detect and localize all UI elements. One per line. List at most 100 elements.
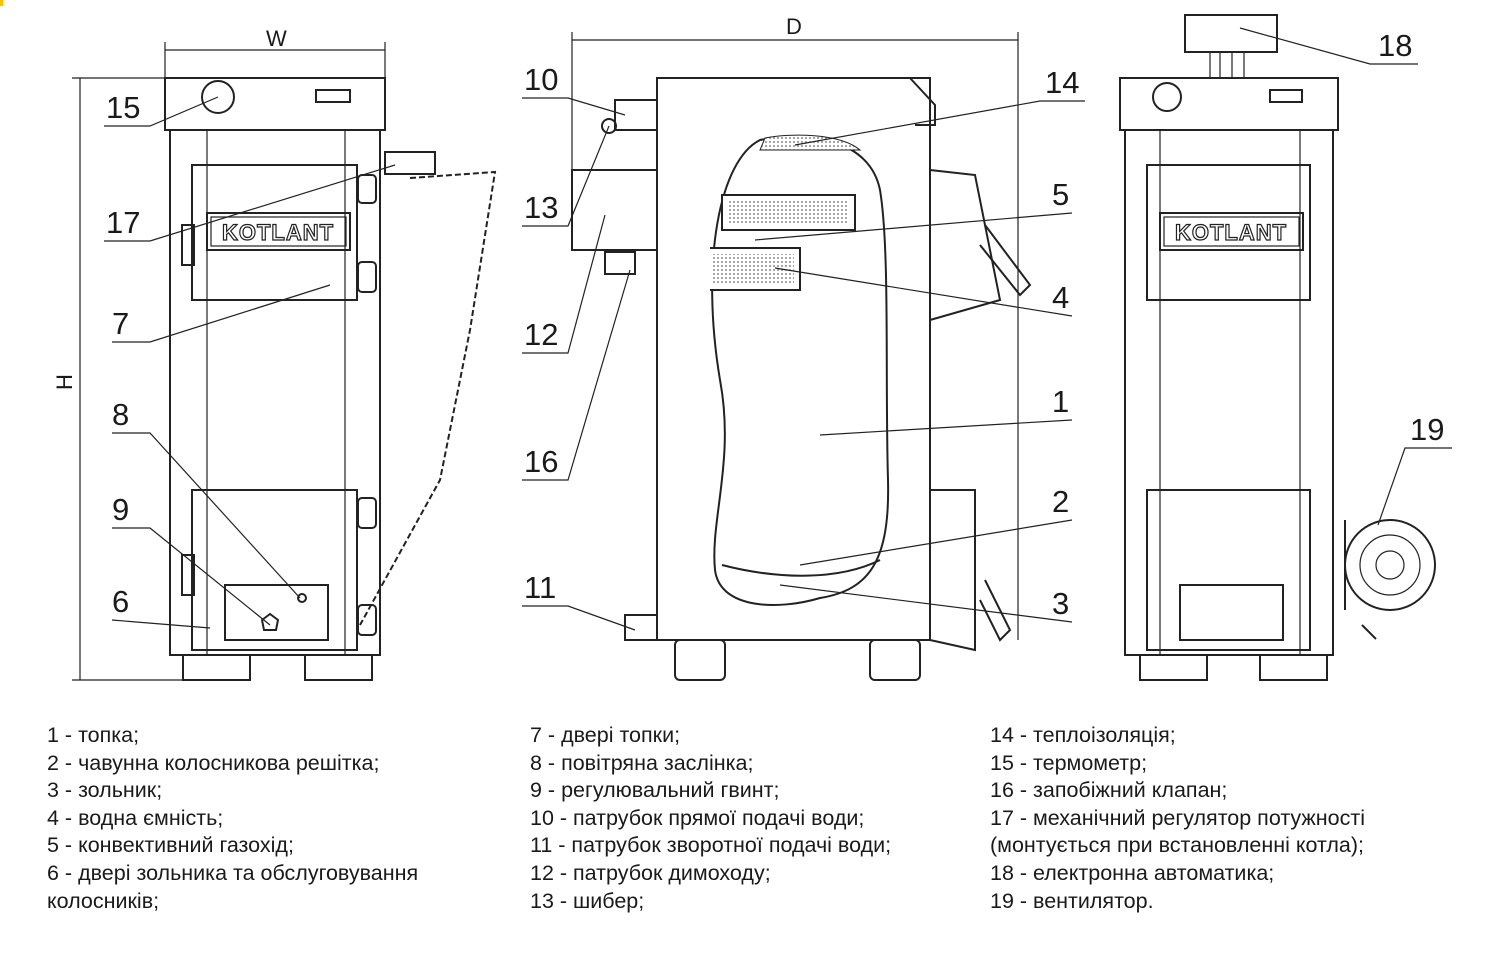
grate <box>721 559 881 577</box>
regulator-chain <box>359 170 497 626</box>
svg-text:4: 4 <box>1052 280 1069 315</box>
legend-item: 17 - механічний регулятор потужності <box>990 805 1365 830</box>
thermometer <box>201 80 235 114</box>
boiler-body-side <box>656 77 931 641</box>
svg-text:9: 9 <box>112 492 129 527</box>
legend-item: 16 - запобіжний клапан; <box>990 778 1228 803</box>
svg-text:16: 16 <box>524 444 558 479</box>
callout-6: 6 <box>111 584 211 629</box>
boiler-body-rear <box>1124 129 1334 656</box>
callout-5: 5 <box>754 177 1073 241</box>
foot <box>304 654 373 681</box>
legend-item: 3 - зольник; <box>47 778 163 803</box>
front-view: W H KOTLANT <box>52 26 497 681</box>
callout-15: 15 <box>104 90 219 127</box>
legend-item: 19 - вентилятор. <box>990 888 1154 913</box>
brand-plate <box>206 212 351 251</box>
electronic-controller <box>1184 14 1278 53</box>
door-side <box>929 169 1002 321</box>
safety-valve <box>604 251 636 275</box>
svg-text:12: 12 <box>524 317 558 352</box>
foot <box>674 639 726 681</box>
legend-item: 7 - двері топки; <box>530 723 681 747</box>
callout-4: 4 <box>774 267 1073 317</box>
adjusting-screw <box>260 612 280 631</box>
return-pipe <box>624 614 658 641</box>
legend-item: 2 - чавунна колосникова решітка; <box>47 750 380 775</box>
legend-item: 13 - шибер; <box>530 888 645 913</box>
callout-13: 13 <box>522 125 610 227</box>
legend-column-2: 7 - двері топки; 8 - повітряна заслінка;… <box>530 722 891 915</box>
legend-item: 18 - електронна автоматика; <box>990 860 1275 885</box>
callout-18: 18 <box>1239 27 1418 65</box>
svg-text:18: 18 <box>1378 28 1412 63</box>
callout-9: 9 <box>112 492 271 626</box>
chimney-pipe <box>571 169 658 251</box>
legend-item: 4 - водна ємність; <box>47 805 224 830</box>
air-damper <box>224 584 329 641</box>
legend-item: 14 - теплоізоляція; <box>990 723 1176 747</box>
legend-item: (монтується при встановленні котла); <box>990 833 1364 858</box>
legend-item: 5 - конвективний газохід; <box>47 833 294 858</box>
svg-text:3: 3 <box>1052 586 1069 621</box>
svg-text:14: 14 <box>1045 65 1079 100</box>
svg-text:2: 2 <box>1052 484 1069 519</box>
legend-item: 11 - патрубок зворотної подачі води; <box>530 833 892 858</box>
legend-item: 6 - двері зольника та обслуговування <box>47 860 419 885</box>
supply-pipe <box>614 99 658 131</box>
brand-plate-text: KOTLANT <box>1175 220 1287 245</box>
svg-text:8: 8 <box>112 397 129 432</box>
legend-item: 8 - повітряна заслінка; <box>530 750 754 775</box>
callout-12: 12 <box>522 214 606 354</box>
callout-16: 16 <box>522 269 631 481</box>
foot <box>182 654 251 681</box>
firebox-door <box>191 164 358 301</box>
indicator <box>315 89 351 103</box>
legend-item: 12 - патрубок димоходу; <box>530 860 771 885</box>
corner-mark <box>0 0 3 6</box>
convective-flue <box>728 201 849 224</box>
legend-column-3: 14 - теплоізоляція; 15 - термометр; 16 -… <box>990 722 1365 915</box>
svg-text:17: 17 <box>106 205 140 240</box>
svg-text:19: 19 <box>1410 412 1444 447</box>
callout-17: 17 <box>104 164 396 242</box>
legend-item: колосників; <box>47 888 160 913</box>
cutaway <box>711 135 890 606</box>
svg-text:6: 6 <box>112 584 129 619</box>
svg-text:7: 7 <box>112 306 129 341</box>
callout-3: 3 <box>779 584 1073 623</box>
width-label: W <box>266 26 287 51</box>
depth-label: D <box>786 14 802 39</box>
callout-1: 1 <box>819 384 1073 436</box>
door-handle <box>181 224 195 266</box>
svg-text:5: 5 <box>1052 177 1069 212</box>
fan <box>1344 519 1436 611</box>
legend-column-1: 1 - топка; 2 - чавунна колосникова решіт… <box>47 722 418 915</box>
callout-7: 7 <box>112 284 331 343</box>
legend-item: 15 - термометр; <box>990 750 1148 775</box>
legend-item: 9 - регулювальний гвинт; <box>530 778 780 803</box>
svg-text:15: 15 <box>106 90 140 125</box>
boiler-body <box>169 129 381 656</box>
automation-view: KOTLANT <box>1119 14 1436 681</box>
callout-2: 2 <box>799 484 1073 566</box>
height-label: H <box>52 374 77 390</box>
callout-19: 19 <box>1377 412 1452 526</box>
svg-text:13: 13 <box>524 190 558 225</box>
callout-10: 10 <box>522 62 626 116</box>
brand-plate-text: KOTLANT <box>222 220 334 245</box>
foot <box>869 639 921 681</box>
callout-8: 8 <box>112 397 301 599</box>
callouts: 1 2 3 4 5 6 7 8 9 10 11 12 13 14 15 16 1… <box>104 27 1452 631</box>
legend-item: 10 - патрубок прямої подачі води; <box>530 805 865 830</box>
top-panel <box>164 77 386 131</box>
regulator <box>384 151 436 175</box>
svg-text:1: 1 <box>1052 384 1069 419</box>
legend-item: 1 - топка; <box>47 723 140 747</box>
callout-14: 14 <box>794 65 1085 146</box>
svg-text:10: 10 <box>524 62 558 97</box>
callout-11: 11 <box>522 570 636 631</box>
side-view: D <box>571 14 1032 681</box>
ash-door <box>191 489 358 651</box>
